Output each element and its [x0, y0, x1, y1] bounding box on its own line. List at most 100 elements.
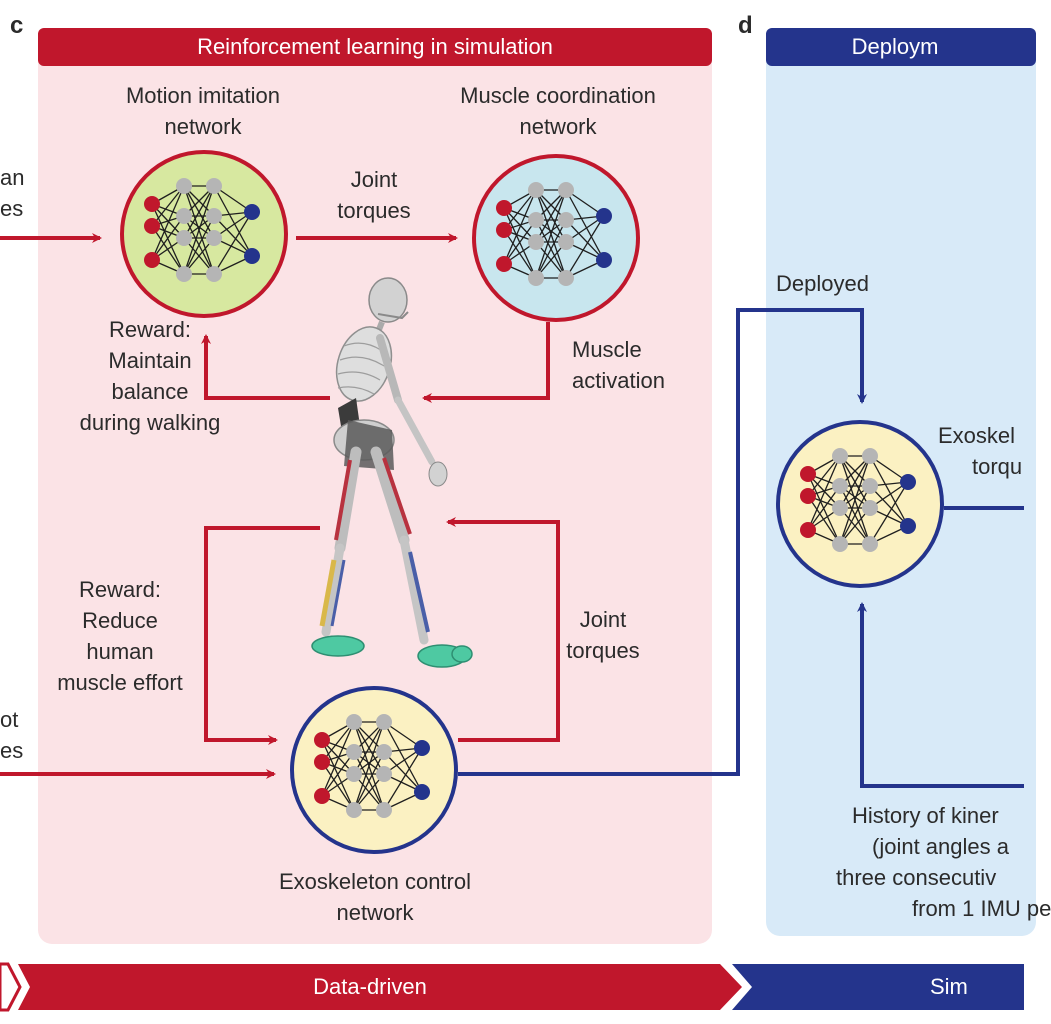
network-node [376, 714, 392, 730]
network-edge [535, 189, 567, 243]
network-edge [151, 225, 185, 275]
network-edge [353, 721, 385, 775]
network-node [144, 196, 160, 212]
front-shin [399, 535, 429, 645]
arrow-muscle-activation [422, 322, 550, 403]
network-edge [321, 721, 355, 797]
network-node [800, 522, 816, 538]
network-node [346, 744, 362, 760]
network-node [346, 714, 362, 730]
network-node [144, 252, 160, 268]
network-node [862, 500, 878, 516]
network-node [558, 182, 574, 198]
network-node [176, 230, 192, 246]
network-edge [213, 211, 253, 275]
network-node [206, 266, 222, 282]
neural-networks [120, 150, 944, 854]
skeleton-figure [311, 277, 473, 668]
simulation-label: Sim [930, 974, 968, 999]
panel-c-title-bar [38, 28, 712, 66]
network-node [596, 252, 612, 268]
rear-thigh [334, 446, 362, 554]
deployed-label: Deployed [776, 271, 869, 296]
network-node [528, 234, 544, 250]
network-edge [535, 219, 567, 279]
network-node [496, 222, 512, 238]
arrow-history-up [857, 602, 1024, 788]
skull [368, 277, 408, 323]
network-node [244, 204, 260, 220]
rear-shin-muscle [319, 559, 337, 627]
network-node [558, 212, 574, 228]
rear-foot [311, 635, 365, 657]
network-edge [183, 185, 215, 275]
banner-simulation [732, 964, 1024, 1010]
network-edge [151, 185, 185, 227]
motion-imitation-network [120, 150, 288, 318]
network-node [832, 500, 848, 516]
network-edge [807, 495, 841, 545]
arrow-reward-effort [204, 526, 320, 745]
muscle-coordination-network [472, 154, 640, 322]
network-node [558, 234, 574, 250]
network-node [832, 448, 848, 464]
diagram-canvas: c d Reinforcement learning in simulation… [0, 12, 1051, 1012]
network-node [176, 178, 192, 194]
network-node [496, 200, 512, 216]
network-edge [503, 229, 537, 279]
network-edge [869, 485, 909, 527]
network-edge [839, 455, 871, 545]
panel-c-letter: c [10, 12, 24, 39]
network-edge [503, 189, 537, 265]
network-node [800, 466, 816, 482]
exoskeleton-torque-label: Exoskel torqu [938, 423, 1023, 479]
rear-thigh-muscle [334, 459, 352, 541]
ribs [337, 342, 385, 395]
front-toes [451, 645, 473, 663]
network-node [900, 474, 916, 490]
network-edge [807, 485, 841, 531]
network-edge [383, 721, 423, 793]
rear-shin [321, 543, 345, 637]
arrow-reward-balance [201, 334, 330, 400]
network-edge [383, 751, 423, 793]
network-node [176, 208, 192, 224]
network-edge [503, 189, 537, 231]
network-node [528, 212, 544, 228]
network-node [314, 788, 330, 804]
network-node [206, 178, 222, 194]
rear-shin-muscle-2 [330, 559, 346, 627]
front-thigh-muscle [382, 457, 412, 535]
network-node [376, 766, 392, 782]
network-edge [183, 215, 215, 275]
network-node [496, 256, 512, 272]
network-node [800, 488, 816, 504]
network-node [900, 518, 916, 534]
network-edge [839, 455, 871, 509]
network-edge [535, 189, 567, 279]
network-edge [807, 455, 841, 497]
network-edge [353, 751, 385, 811]
network-node [376, 744, 392, 760]
network-edge [565, 219, 605, 261]
panel-d-title-bar [766, 28, 1036, 66]
network-node [206, 208, 222, 224]
panel-d-letter: d [738, 12, 753, 39]
network-edge [807, 455, 841, 531]
network-node [862, 448, 878, 464]
network-node [596, 208, 612, 224]
network-edge [213, 185, 253, 257]
banner-left-arrow-tip [0, 962, 22, 1012]
network-node [558, 270, 574, 286]
network-edge [383, 747, 423, 811]
exoskeleton-control-network [290, 686, 458, 854]
